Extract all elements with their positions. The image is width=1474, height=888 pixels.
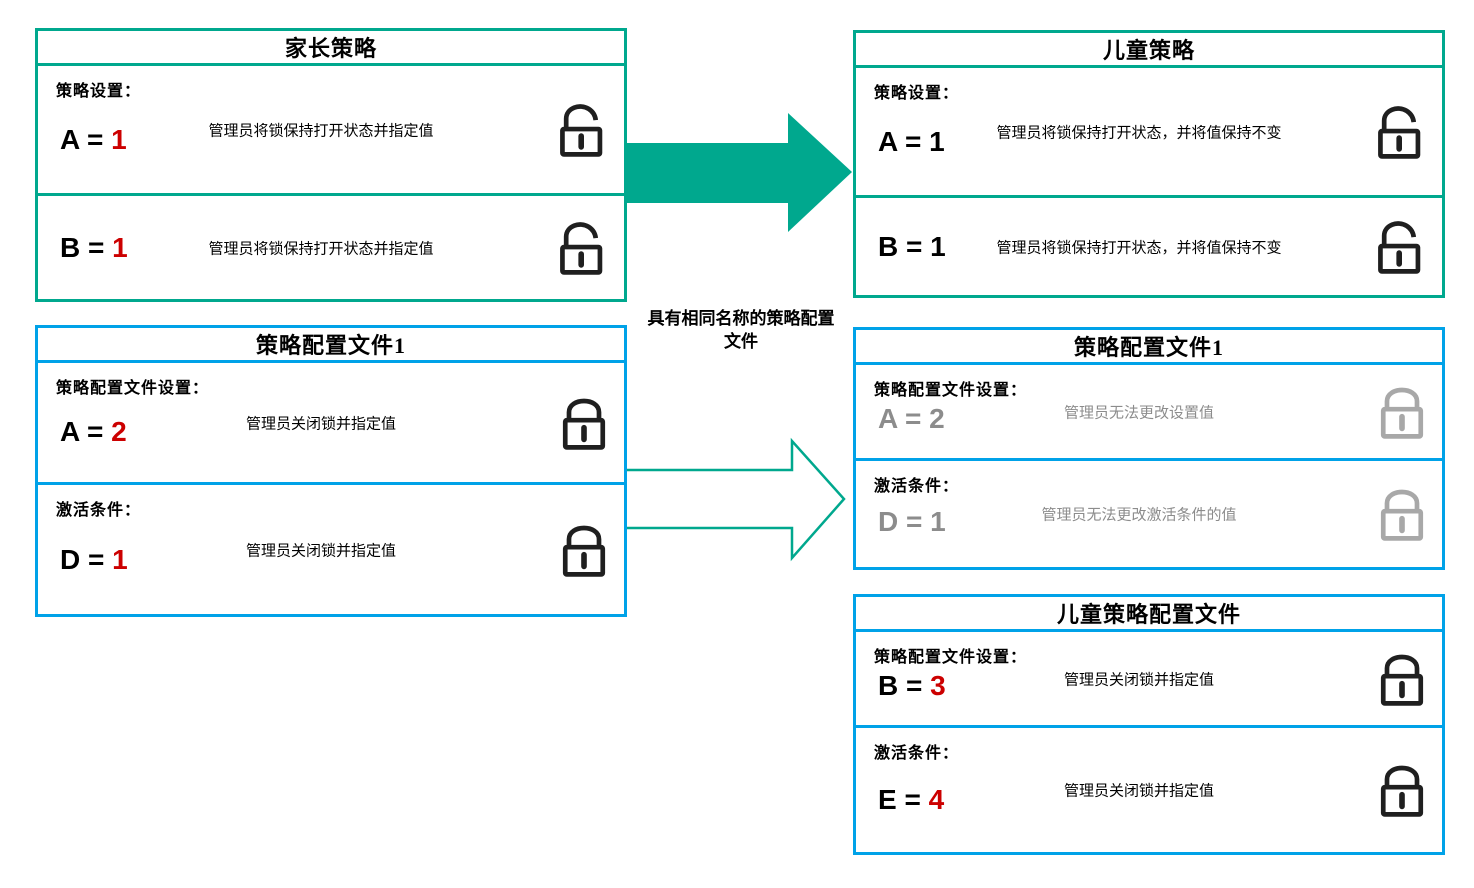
setting-name: A =: [60, 416, 112, 448]
setting-value: A = 2: [60, 416, 127, 448]
setting-name: B =: [878, 230, 931, 262]
parent-policy-row-b: B = 1 管理员将锁保持打开状态并指定值: [38, 193, 624, 299]
unlocked-padlock-icon: [1372, 101, 1432, 163]
activation-rules-label: 激活条件：: [56, 502, 142, 519]
setting-description: 管理员关闭锁并指定值: [245, 415, 396, 432]
setting-value: B = 1: [60, 232, 128, 264]
locked-padlock-icon: [554, 519, 614, 581]
setting-description: 管理员无法更改设置值: [1063, 404, 1214, 421]
child-policy-title: 儿童策略: [1102, 38, 1195, 63]
setting-number: 1: [112, 231, 128, 263]
profile-settings-row: 策略配置文件设置： A = 2 管理员无法更改设置值: [856, 362, 1442, 458]
locked-padlock-icon: [554, 392, 614, 454]
activation-rules-row: 激活条件： D = 1 管理员关闭锁并指定值: [38, 482, 624, 614]
policy-profile-box: 策略配置文件1 策略配置文件设置： A = 2 管理员关闭锁并指定值 激活条件：…: [35, 325, 627, 617]
setting-number: 1: [111, 123, 127, 155]
setting-value: A = 2: [878, 403, 945, 435]
child-profile-title: 儿童策略配置文件: [1056, 602, 1241, 627]
child-policy-row-b: B = 1 管理员将锁保持打开状态，并将值保持不变: [856, 195, 1442, 295]
locked-padlock-gray-icon: [1372, 381, 1432, 443]
setting-number: 1: [930, 230, 946, 262]
profile-inheritance-arrow: [627, 437, 846, 562]
unlocked-padlock-icon: [554, 99, 614, 161]
setting-description: 管理员将锁保持打开状态，并将值保持不变: [996, 124, 1282, 141]
setting-value: A = 1: [60, 124, 127, 156]
inherited-profile-box: 策略配置文件1 策略配置文件设置： A = 2 管理员无法更改设置值 激活条件：…: [853, 327, 1445, 570]
child-profile-box: 儿童策略配置文件 策略配置文件设置： B = 3 管理员关闭锁并指定值 激活条件…: [853, 594, 1445, 855]
profile-settings-label: 策略配置文件设置：: [874, 649, 1028, 666]
inherited-profile-title: 策略配置文件1: [1073, 335, 1224, 360]
setting-name: A =: [60, 123, 112, 155]
setting-value: D = 1: [878, 506, 946, 538]
policy-profile-title: 策略配置文件1: [255, 333, 406, 358]
setting-name: B =: [878, 669, 931, 701]
arrow-label-line1: 具有相同名称的策略配置: [647, 309, 835, 328]
setting-description: 管理员将锁保持打开状态，并将值保持不变: [996, 239, 1282, 256]
setting-description: 管理员将锁保持打开状态并指定值: [208, 122, 434, 139]
setting-number: 2: [929, 402, 945, 434]
setting-value: D = 1: [60, 544, 128, 576]
setting-number: 1: [929, 125, 945, 157]
parent-policy-title: 家长策略: [284, 36, 377, 61]
setting-value: E = 4: [878, 784, 944, 816]
activation-rules-label: 激活条件：: [874, 478, 960, 495]
setting-description: 管理员关闭锁并指定值: [1063, 782, 1214, 800]
policy-settings-label: 策略设置：: [56, 83, 142, 100]
setting-number: 2: [111, 416, 127, 448]
child-policy-box: 儿童策略 策略设置： A = 1 管理员将锁保持打开状态，并将值保持不变 B =…: [853, 30, 1445, 298]
profile-settings-label: 策略配置文件设置：: [874, 382, 1028, 399]
setting-name: E =: [878, 783, 929, 815]
parent-policy-row-a: 策略设置： A = 1 管理员将锁保持打开状态并指定值: [38, 63, 624, 193]
activation-rules-row: 激活条件： E = 4 管理员关闭锁并指定值: [856, 725, 1442, 852]
setting-description: 管理员关闭锁并指定值: [1063, 671, 1214, 688]
locked-padlock-gray-icon: [1372, 483, 1432, 545]
setting-number: 3: [930, 669, 946, 701]
setting-number: 1: [930, 506, 946, 538]
arrow-label-line2: 文件: [724, 331, 758, 351]
setting-number: 4: [928, 783, 945, 815]
setting-name: D =: [878, 506, 931, 538]
setting-value: B = 1: [878, 231, 946, 263]
profile-settings-row: 策略配置文件设置： A = 2 管理员关闭锁并指定值: [38, 360, 624, 482]
unlocked-padlock-icon: [1372, 216, 1432, 278]
locked-padlock-icon: [1372, 648, 1432, 710]
policy-settings-label: 策略设置：: [874, 85, 960, 102]
arrow-label: 具有相同名称的策略配置 文件: [628, 308, 854, 354]
setting-value: B = 3: [878, 670, 946, 702]
setting-description: 管理员将锁保持打开状态并指定值: [208, 240, 434, 257]
locked-padlock-icon: [1372, 759, 1432, 821]
profile-settings-row: 策略配置文件设置： B = 3 管理员关闭锁并指定值: [856, 629, 1442, 725]
setting-value: A = 1: [878, 126, 945, 158]
setting-description: 管理员无法更改激活条件的值: [1041, 506, 1237, 524]
policy-inheritance-arrow: [627, 113, 852, 232]
parent-policy-box: 家长策略 策略设置： A = 1 管理员将锁保持打开状态并指定值 B = 1 管…: [35, 28, 627, 302]
setting-description: 管理员关闭锁并指定值: [245, 542, 396, 559]
setting-name: B =: [60, 231, 113, 263]
child-policy-row-a: 策略设置： A = 1 管理员将锁保持打开状态，并将值保持不变: [856, 65, 1442, 195]
activation-rules-row: 激活条件： D = 1 管理员无法更改激活条件的值: [856, 458, 1442, 567]
setting-number: 1: [112, 543, 128, 575]
setting-name: D =: [60, 543, 113, 575]
profile-settings-label: 策略配置文件设置：: [56, 380, 210, 397]
setting-name: A =: [878, 402, 930, 434]
activation-rules-label: 激活条件：: [874, 745, 960, 762]
setting-name: A =: [878, 125, 930, 157]
unlocked-padlock-icon: [554, 217, 614, 279]
